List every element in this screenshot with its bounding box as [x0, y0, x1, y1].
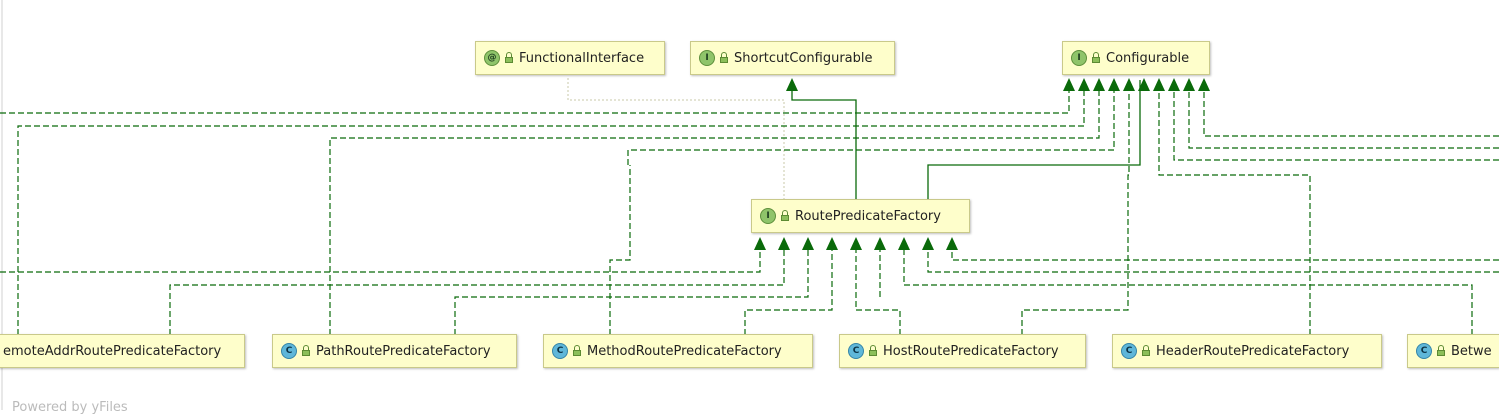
interface-icon: I [760, 208, 776, 224]
node-route-predicate-factory[interactable]: I RoutePredicateFactory [751, 199, 970, 233]
arrowhead [786, 78, 798, 91]
node-host-route-predicate-factory[interactable]: C HostRoutePredicateFactory [839, 334, 1086, 368]
lock-icon [868, 345, 878, 357]
class-icon: C [1121, 343, 1137, 359]
class-icon: C [281, 343, 297, 359]
node-label: RoutePredicateFactory [795, 208, 941, 224]
node-functional-interface[interactable]: @ FunctionalInterface [475, 41, 665, 75]
class-icon: C [1416, 343, 1432, 359]
lock-icon [1091, 52, 1101, 64]
rpf-dashed-edges [0, 165, 1499, 335]
class-icon: C [848, 343, 864, 359]
node-remote-addr-route-predicate-factory[interactable]: emoteAddrRoutePredicateFactory [0, 334, 245, 368]
node-path-route-predicate-factory[interactable]: C PathRoutePredicateFactory [272, 334, 517, 368]
lock-icon [301, 345, 311, 357]
lock-icon [719, 52, 729, 64]
configurable-arrowheads [1063, 78, 1210, 91]
node-label: Betwe [1451, 343, 1492, 359]
node-shortcut-configurable[interactable]: I ShortcutConfigurable [690, 41, 895, 75]
node-label: PathRoutePredicateFactory [316, 343, 491, 359]
node-label: ShortcutConfigurable [734, 50, 873, 66]
node-method-route-predicate-factory[interactable]: C MethodRoutePredicateFactory [543, 334, 813, 368]
edge-rpf-to-shortcutconfigurable [791, 80, 857, 200]
rpf-arrowheads [754, 237, 958, 250]
lock-icon [504, 52, 514, 64]
interface-icon: I [699, 50, 715, 66]
node-label: MethodRoutePredicateFactory [587, 343, 782, 359]
lock-icon [572, 345, 582, 357]
node-label: FunctionalInterface [519, 50, 645, 66]
interface-icon: I [1071, 50, 1087, 66]
node-between-route-predicate-factory[interactable]: C Betwe [1407, 334, 1499, 368]
annotation-icon: @ [484, 50, 500, 66]
powered-by-footer: Powered by yFiles [12, 400, 128, 415]
lock-icon [1436, 345, 1446, 357]
lock-icon [780, 210, 790, 222]
node-configurable[interactable]: I Configurable [1062, 41, 1210, 75]
node-label: emoteAddrRoutePredicateFactory [3, 343, 222, 359]
class-icon: C [552, 343, 568, 359]
configurable-dashed-edges [0, 91, 1499, 335]
node-label: Configurable [1106, 50, 1190, 66]
node-header-route-predicate-factory[interactable]: C HeaderRoutePredicateFactory [1112, 334, 1382, 368]
lock-icon [1141, 345, 1151, 357]
edge-rpf-to-configurable [927, 80, 1141, 200]
node-label: HeaderRoutePredicateFactory [1156, 343, 1350, 359]
node-label: HostRoutePredicateFactory [883, 343, 1059, 359]
